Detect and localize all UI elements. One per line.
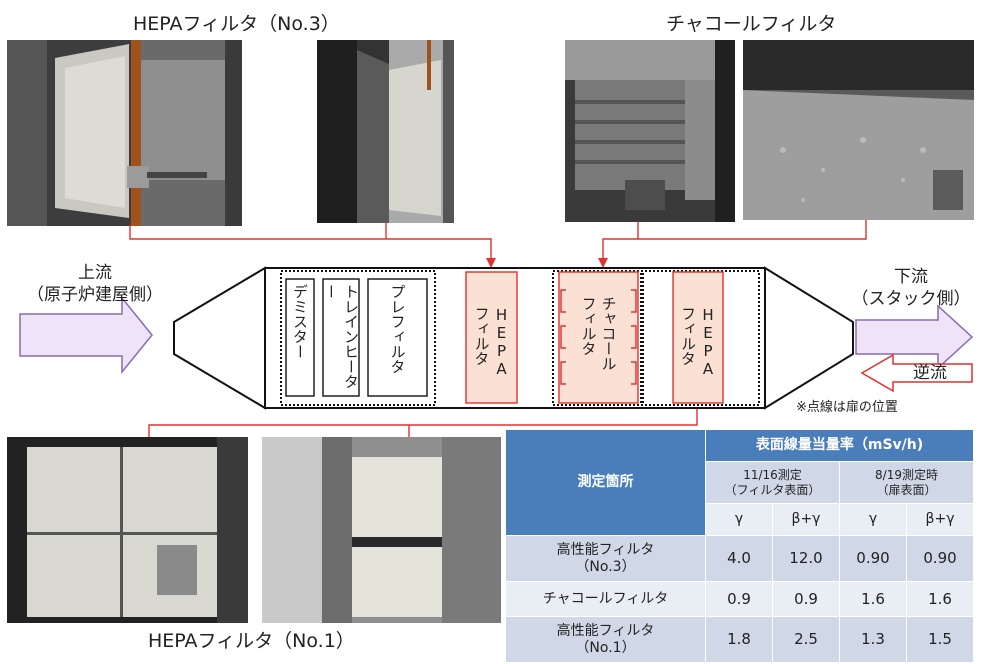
stage-train-heater: トレインヒーター xyxy=(322,284,360,394)
table-cell: 1.5 xyxy=(905,616,975,663)
table-cell: 0.9 xyxy=(705,581,773,617)
photo-hepa-no3-front xyxy=(7,40,242,226)
upstream-label: 上流 （原子炉建屋側） xyxy=(0,262,190,306)
table-row: 高性能フィルタ （No.1） 1.8 2.5 1.3 1.5 xyxy=(505,616,975,663)
stage-charcoal-label: チャコール フィルタ xyxy=(579,296,618,371)
stage-prefilter: プレフィルタ xyxy=(368,284,427,394)
photo-charcoal-inside xyxy=(743,40,974,220)
downstream-subtitle: （スタック側） xyxy=(851,289,971,309)
stage-hepa-1-label: HEPA フィルタ xyxy=(472,306,511,378)
table-cell: 1.6 xyxy=(905,581,975,617)
downstream-label: 下流 （スタック側） xyxy=(841,266,981,310)
table-subheader: γ xyxy=(705,503,773,536)
connector-lines xyxy=(129,220,867,437)
table-col-group-1: 11/16測定 （フィルタ表面） xyxy=(705,461,840,504)
connector-charcoal xyxy=(602,222,639,262)
table-col-group-2: 8/19測定時 （扉表面） xyxy=(838,461,975,504)
table-cell: 2.5 xyxy=(772,616,840,663)
upstream-subtitle: （原子炉建屋側） xyxy=(27,285,163,305)
stage-hepa-2-label: HEPA フィルタ xyxy=(679,306,717,378)
connector-hepa-no3 xyxy=(129,225,492,262)
table-cell: 4.0 xyxy=(705,535,773,582)
table-subheader: β+γ xyxy=(905,503,975,536)
photo-hepa-no1-front xyxy=(7,437,248,623)
table-cell: 1.3 xyxy=(839,616,907,663)
table-row: 高性能フィルタ （No.3） 4.0 12.0 0.90 0.90 xyxy=(505,535,975,582)
downstream-arrow xyxy=(855,304,974,370)
connector-charcoal-right xyxy=(638,220,867,240)
upstream-arrow xyxy=(19,295,153,375)
stage-train-heater-label: トレインヒーター xyxy=(322,284,360,389)
table-row-label: 高性能フィルタ （No.1） xyxy=(505,616,706,663)
table-subheader: β+γ xyxy=(772,503,840,536)
photo-hepa-no3-side xyxy=(317,40,454,223)
table-cell: 12.0 xyxy=(772,535,840,582)
stage-demister-label: デミスター xyxy=(291,284,309,359)
table-cell: 1.8 xyxy=(705,616,773,663)
table-corner-header: 測定箇所 xyxy=(505,429,706,536)
table-cell: 0.9 xyxy=(772,581,840,617)
caption-charcoal: チャコールフィルタ xyxy=(666,13,837,35)
backflow-label: 逆流 xyxy=(913,363,947,383)
table-row: チャコールフィルタ 0.9 0.9 1.6 1.6 xyxy=(505,581,975,617)
stage-boxes xyxy=(285,271,724,404)
stage-demister: デミスター xyxy=(286,284,314,394)
caption-hepa-no1: HEPAフィルタ（No.1） xyxy=(148,630,355,652)
door-outlines xyxy=(280,270,760,406)
table-subheader: γ xyxy=(839,503,907,536)
dose-rate-table: 測定箇所 表面線量当量率（mSv/h) 11/16測定 （フィルタ表面） 8/1… xyxy=(505,429,975,663)
table-group-header: 表面線量当量率（mSv/h) xyxy=(704,429,975,462)
stage-hepa-2: HEPA フィルタ xyxy=(673,306,723,396)
stage-hepa-1: HEPA フィルタ xyxy=(466,306,517,396)
caption-hepa-no3: HEPAフィルタ（No.3） xyxy=(133,13,340,35)
table-row-label: 高性能フィルタ （No.3） xyxy=(505,535,706,582)
table-cell: 0.90 xyxy=(839,535,907,582)
backflow-arrow xyxy=(860,353,973,393)
photo-hepa-no1-side xyxy=(262,437,501,623)
door-position-note: ※点線は扉の位置 xyxy=(796,400,898,415)
stage-charcoal: チャコール フィルタ xyxy=(559,296,638,396)
table-cell: 0.90 xyxy=(905,535,975,582)
downstream-title: 下流 xyxy=(894,267,928,287)
table-cell: 1.6 xyxy=(839,581,907,617)
photo-charcoal-unit xyxy=(565,40,735,222)
table-row-label: チャコールフィルタ xyxy=(505,581,706,617)
upstream-title: 上流 xyxy=(78,263,112,283)
connector-hepa-no1 xyxy=(148,404,698,437)
stage-prefilter-label: プレフィルタ xyxy=(388,284,407,374)
